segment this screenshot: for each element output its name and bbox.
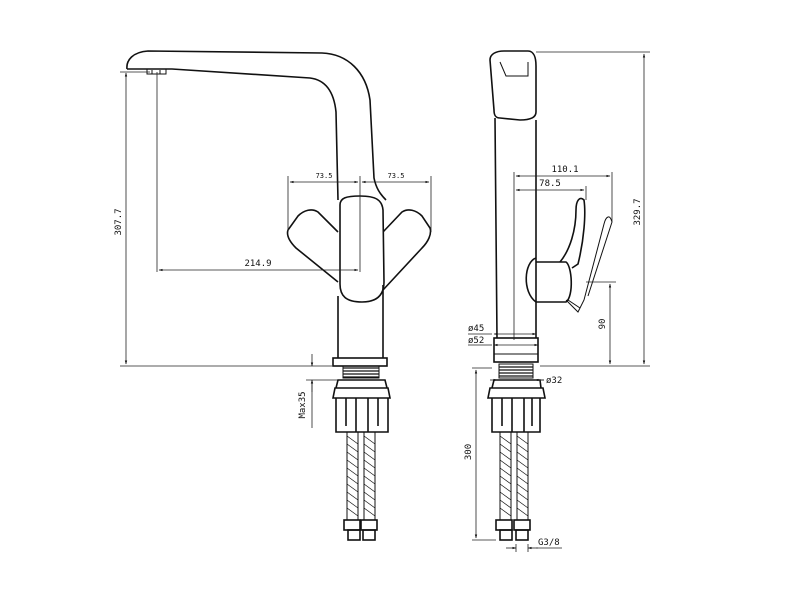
front-body-lower: [337, 285, 384, 358]
dim-side-diameter-top-label: ø45: [468, 324, 484, 334]
side-view: 329.7 110.1 78.5 90 ø45 ø52: [464, 50, 650, 552]
front-handle-left: [286, 209, 339, 283]
front-view: 307.7 214.9 73.5 73.5 Max35: [114, 50, 432, 541]
dim-side-hose-length-label: 300: [464, 444, 474, 460]
dim-front-max: Max35: [298, 354, 338, 428]
dim-side-body-reach: 78.5: [515, 179, 587, 200]
dim-side-hose-length: 300: [464, 367, 496, 541]
side-base-ring: [493, 337, 539, 363]
dim-front-handles: 73.5 73.5: [287, 172, 432, 272]
dim-front-reach: 214.9: [156, 72, 359, 272]
side-hoses: [495, 431, 531, 541]
dim-side-thread-label: G3/8: [538, 538, 560, 548]
dim-front-reach-label: 214.9: [244, 259, 271, 269]
dim-side-shank: ø32: [490, 376, 562, 386]
side-handle-open: [565, 216, 613, 313]
side-body: [494, 117, 537, 339]
dim-side-total-height: 329.7: [536, 51, 650, 367]
front-thread: [342, 365, 380, 379]
front-hoses: [343, 431, 378, 541]
dim-side-shank-label: ø32: [546, 376, 562, 386]
side-mounting-nut: [487, 379, 546, 433]
dim-side-handle-reach: 110.1: [513, 165, 613, 340]
front-mounting-nut: [332, 379, 391, 433]
side-aerator: [499, 61, 529, 77]
side-handle-base: [525, 257, 573, 303]
dim-front-max-label: Max35: [298, 391, 308, 418]
side-handle-lever: [559, 197, 586, 269]
front-handle-right: [382, 209, 432, 291]
dim-front-handle-left-label: 73.5: [316, 172, 333, 180]
dim-side-handle-reach-label: 110.1: [551, 165, 578, 175]
front-aerator: [146, 69, 167, 75]
side-thread: [498, 363, 534, 379]
dim-side-diameters: ø45 ø52: [468, 324, 539, 347]
dim-side-diameter-base-label: ø52: [468, 336, 484, 346]
dim-side-thread: G3/8: [506, 538, 562, 552]
dim-side-body-reach-label: 78.5: [539, 179, 561, 189]
front-body-cartridge: [339, 195, 385, 303]
dim-front-height: 307.7: [114, 71, 332, 367]
dim-side-handle-height-label: 90: [598, 319, 608, 330]
dim-front-height-label: 307.7: [114, 208, 124, 235]
front-spout-lower: [127, 68, 339, 201]
dim-side-handle-height: 90: [586, 281, 616, 365]
front-base-ring: [332, 357, 388, 367]
front-spout-outline: [126, 50, 387, 201]
dim-side-total-height-label: 329.7: [633, 198, 643, 225]
dim-front-handle-right-label: 73.5: [388, 172, 405, 180]
side-spout-outline: [489, 50, 537, 121]
